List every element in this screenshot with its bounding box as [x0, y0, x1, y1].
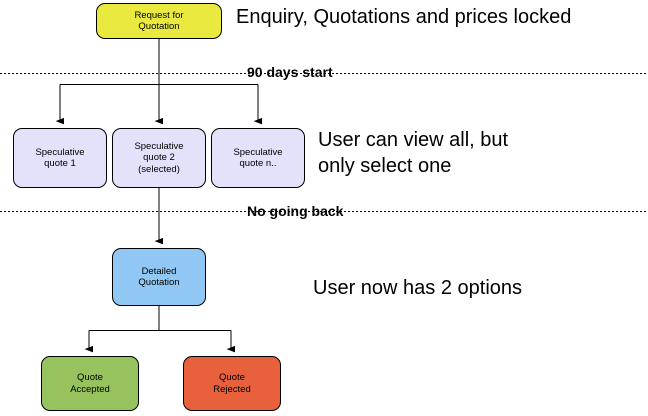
annotation-user-now-has-2-options: User now has 2 options — [313, 277, 523, 299]
node-speculative-quote-1[interactable]: Speculative quote 1 — [13, 128, 107, 188]
node-detailed-quotation[interactable]: Detailed Quotation — [112, 248, 206, 306]
phase-divider-label-no-going-back: No going back — [247, 203, 344, 219]
phase-divider-label-90-days-start: 90 days start — [247, 64, 333, 80]
node-speculative-quote-n[interactable]: Speculative quote n.. — [211, 128, 305, 188]
node-quote-accepted[interactable]: Quote Accepted — [41, 356, 139, 411]
node-quote-rejected[interactable]: Quote Rejected — [183, 356, 281, 411]
node-speculative-quote-2-selected[interactable]: Speculative quote 2 (selected) — [112, 128, 206, 188]
annotation-enquiry-prices-locked: Enquiry, Quotations and prices locked — [236, 6, 572, 28]
annotation-user-can-view-all: User can view all, but only select one — [318, 129, 509, 177]
node-request-for-quotation[interactable]: Request for Quotation — [96, 3, 222, 39]
